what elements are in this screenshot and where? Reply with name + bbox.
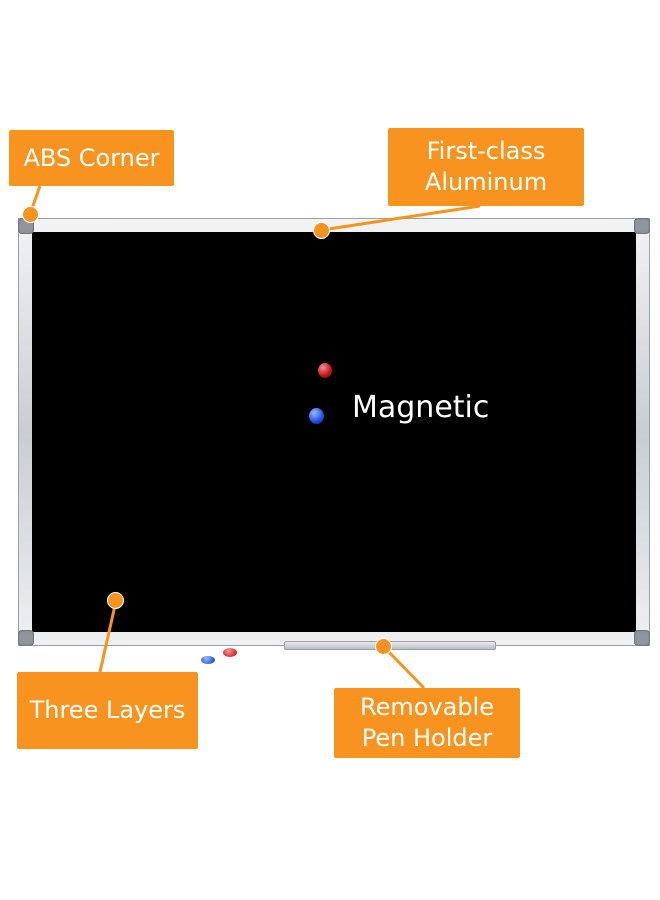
black-board-surface — [32, 232, 636, 632]
red-magnet — [318, 363, 332, 378]
leader-aluminum — [321, 204, 481, 232]
abs-corner-text: ABS Corner — [23, 143, 160, 172]
abs-corner-bottom-right — [634, 630, 650, 646]
magnetic-label: Magnetic — [352, 390, 490, 425]
abs-corner-top-right — [634, 218, 650, 234]
aluminum-text-line2: Aluminum — [424, 168, 548, 196]
pen-holder-text-line1: Removable — [359, 693, 494, 721]
pen-holder-text-line2: Pen Holder — [361, 724, 493, 752]
leader-three-layers — [98, 600, 118, 673]
aluminum-callout: First-class Aluminum — [388, 128, 584, 206]
leader-pen-holder — [382, 645, 426, 690]
blue-magnet-loose — [201, 656, 215, 664]
blue-magnet — [309, 408, 324, 424]
pen-holder-callout: Removable Pen Holder — [334, 688, 520, 758]
callout-dot-pen-holder — [375, 638, 392, 655]
callout-dot-abs-corner — [22, 206, 39, 223]
three-layers-callout: Three Layers — [17, 672, 198, 749]
three-layers-text: Three Layers — [29, 696, 186, 724]
callout-dot-three-layers — [107, 592, 124, 609]
aluminum-text-line1: First-class — [426, 137, 546, 165]
red-magnet-loose — [223, 648, 237, 657]
abs-corner-callout: ABS Corner — [9, 130, 174, 186]
abs-corner-bottom-left — [18, 630, 34, 646]
callout-dot-aluminum — [313, 222, 330, 239]
